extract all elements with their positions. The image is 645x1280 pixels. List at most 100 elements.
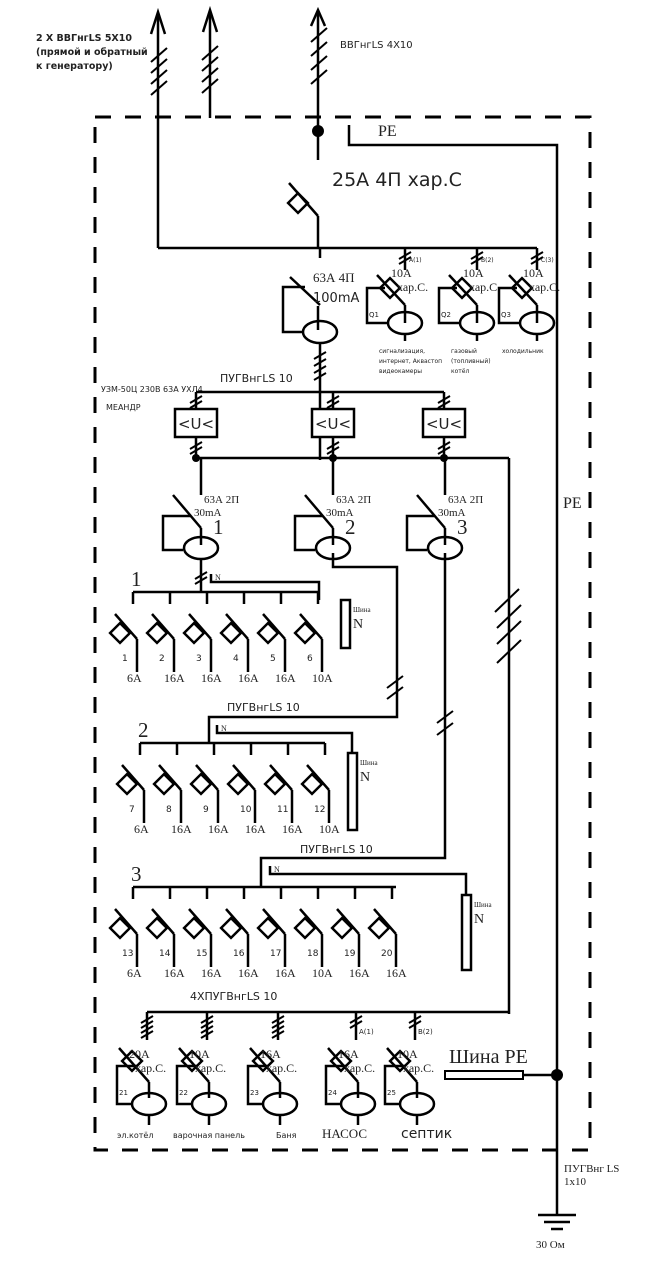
neutral-label: N bbox=[274, 865, 280, 874]
breaker-rating: 6А bbox=[134, 822, 149, 836]
main-breaker[interactable] bbox=[286, 182, 320, 248]
breaker-rating: 6А bbox=[127, 671, 142, 685]
breaker-rating: 16А bbox=[245, 822, 266, 836]
breaker-rating: 16А bbox=[275, 966, 296, 980]
busbar-title: Шина bbox=[474, 901, 493, 909]
breaker-char: хар.С. bbox=[344, 1061, 375, 1075]
breaker-rating: 16А bbox=[275, 671, 296, 685]
breaker-number: 10 bbox=[240, 805, 252, 815]
neutral-wire bbox=[215, 725, 354, 753]
busbar-title: Шина bbox=[353, 606, 372, 614]
breaker-number: 2 bbox=[159, 654, 165, 664]
breaker-5[interactable]: 5 16А bbox=[256, 592, 296, 685]
breaker-rating: 16А bbox=[338, 1047, 359, 1061]
load-label: интернет, Аквастоп bbox=[379, 358, 442, 365]
breaker-number: 5 bbox=[270, 654, 276, 664]
breaker-rating: 16А bbox=[201, 671, 222, 685]
enclosure-outline bbox=[93, 115, 592, 1152]
breaker-rating: 10А bbox=[319, 822, 340, 836]
rcd-trip: 30mA bbox=[438, 507, 466, 519]
breaker-number: 15 bbox=[196, 949, 207, 959]
rcd-number: 3 bbox=[457, 515, 468, 539]
relay-symbol: <U< bbox=[426, 415, 462, 433]
phase-label: A(1) bbox=[359, 1028, 374, 1036]
ground-cable-label-2: 1x10 bbox=[564, 1176, 587, 1188]
breaker-rating: 20А bbox=[129, 1047, 150, 1061]
breaker-7[interactable]: 76А bbox=[115, 743, 149, 836]
breaker-rating: 6А bbox=[127, 966, 142, 980]
diff-breaker-q2[interactable] bbox=[437, 274, 496, 341]
group3-feed-cable-label: ПУГВнгLS 10 bbox=[300, 843, 373, 856]
rcd-number: 2 bbox=[345, 515, 356, 539]
breaker-20[interactable]: 20 16А bbox=[367, 887, 407, 980]
breaker-rating: 16А bbox=[201, 966, 222, 980]
breaker-char: хар.С. bbox=[403, 1061, 434, 1075]
load-label: видеокамеры bbox=[379, 368, 422, 375]
input-cable-label: ВВГнгLS 4X10 bbox=[340, 40, 413, 51]
rcd-rating: 63А 2П bbox=[204, 494, 239, 506]
breaker-1[interactable]: 16А bbox=[108, 592, 142, 685]
diff-breaker-q3[interactable] bbox=[497, 274, 556, 341]
load-label: холодильник bbox=[502, 348, 544, 355]
breaker-id: Q3 bbox=[501, 311, 511, 319]
breaker-rating: 16А bbox=[260, 1047, 281, 1061]
pe-label: PE bbox=[378, 123, 397, 140]
relay-symbol: <U< bbox=[315, 415, 351, 433]
breaker-rating: 16А bbox=[208, 822, 229, 836]
breaker-rating: 16А bbox=[386, 966, 407, 980]
group-feed-cable-label: ПУГВнгLS 10 bbox=[220, 372, 293, 385]
main-rcd[interactable] bbox=[281, 248, 339, 460]
voltage-relay-1[interactable]: <U< bbox=[173, 392, 219, 462]
neutral-wire bbox=[268, 866, 468, 895]
voltage-relay-label-1: УЗМ-50Ц 230В 63А УХЛ4 bbox=[101, 385, 203, 394]
breaker-number: 20 bbox=[381, 949, 393, 959]
main-breaker-label: 25А 4П хар.С bbox=[332, 169, 462, 191]
generator-line-return bbox=[201, 5, 219, 118]
diff-breaker-q1[interactable] bbox=[365, 274, 424, 341]
breaker-id: 24 bbox=[328, 1089, 337, 1097]
rcd-number: 1 bbox=[213, 515, 224, 539]
voltage-relay-label-2: МЕАНДР bbox=[106, 403, 141, 412]
cable-ticks bbox=[386, 588, 522, 736]
breaker-15[interactable]: 15 16А bbox=[182, 887, 222, 980]
main-rcd-rating: 63А 4П bbox=[313, 270, 355, 285]
breaker-10[interactable]: 10 16А bbox=[226, 743, 266, 836]
load-label: котёл bbox=[451, 368, 469, 375]
load-label: Баня bbox=[276, 1131, 297, 1140]
voltage-relay-3[interactable]: <U< bbox=[421, 392, 467, 462]
breaker-rating: 16А bbox=[164, 966, 185, 980]
breaker-rating: 10А bbox=[189, 1047, 210, 1061]
breaker-number: 14 bbox=[159, 949, 171, 959]
busbar-letter: N bbox=[353, 617, 363, 632]
load-label: НАСОС bbox=[322, 1126, 367, 1141]
breaker-14[interactable]: 14 16А bbox=[145, 887, 185, 980]
voltage-relay-2[interactable]: <U< bbox=[310, 392, 356, 462]
